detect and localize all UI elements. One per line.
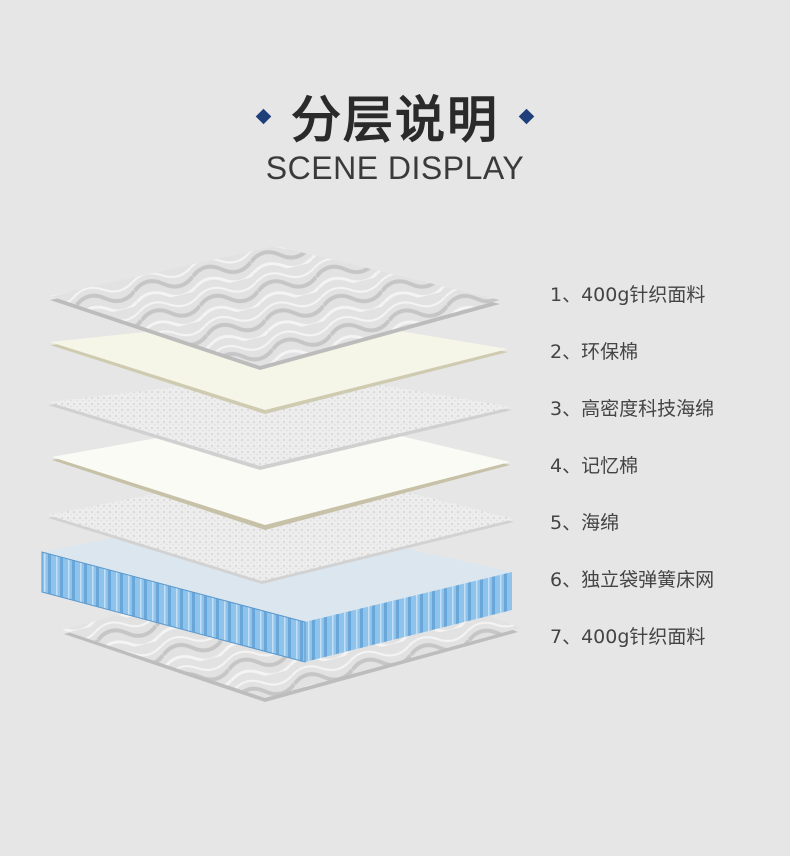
page-title: 分层说明: [291, 90, 499, 149]
page-header: 分层说明: [0, 80, 790, 152]
list-item: 3、高密度科技海绵: [550, 398, 715, 420]
layer-1-knit-fabric: [50, 246, 500, 370]
list-item: 7、400g针织面料: [550, 626, 706, 648]
list-item: 6、独立袋弹簧床网: [550, 569, 715, 591]
list-item: 5、海绵: [550, 512, 620, 534]
list-item: 1、400g针织面料: [550, 284, 706, 306]
list-item: 4、记忆棉: [550, 455, 639, 477]
page-subtitle: SCENE DISPLAY: [265, 150, 525, 186]
layer-3-high-density-foam: [48, 372, 512, 470]
list-item: 2、环保棉: [550, 341, 639, 363]
layer-description-list: 1、400g针织面料 2、环保棉 3、高密度科技海绵 4、记忆棉 5、海绵 6、…: [550, 280, 714, 679]
